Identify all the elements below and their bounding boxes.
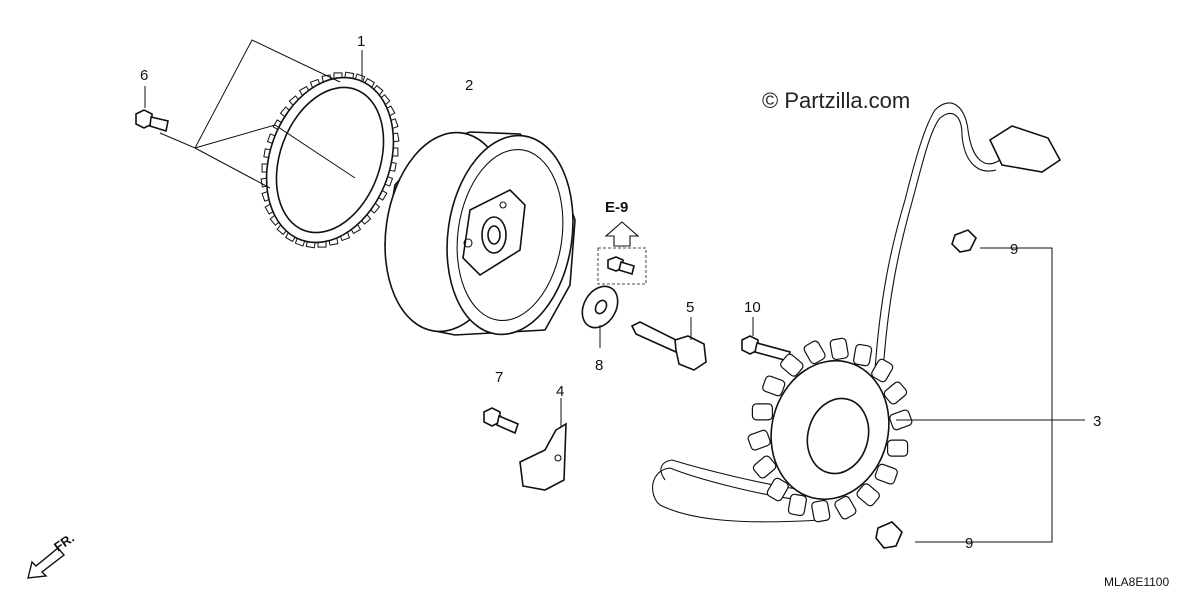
stator-pole [780, 353, 804, 377]
callout-1: 1 [357, 33, 365, 50]
stator-pole [747, 429, 771, 451]
plate-4-body [519, 422, 567, 491]
harness-wire-a [874, 102, 1001, 371]
flywheel-hole-top [499, 201, 507, 209]
flywheel-hole-left [463, 238, 473, 248]
stator-part[interactable] [652, 102, 1062, 523]
callout-7: 7 [495, 369, 503, 386]
washer-8-hole [594, 299, 608, 315]
ref-bolt-shank [618, 260, 635, 276]
leader-lines [144, 39, 1085, 543]
plate-4-part[interactable] [519, 422, 567, 491]
reference-box [597, 247, 647, 285]
leader-9 [915, 247, 1053, 543]
stator-pole [811, 499, 831, 523]
callout-9-lower: 9 [965, 535, 973, 552]
bolt-6-shank [149, 116, 169, 133]
callout-3: 3 [1093, 413, 1101, 430]
stator-pole [886, 439, 909, 457]
leader-1-bolt-b [194, 124, 356, 179]
stator-pole [751, 403, 774, 421]
callout-8: 8 [595, 357, 603, 374]
bolt-5-part[interactable] [630, 321, 707, 371]
leader-1-bolt-a [159, 39, 341, 149]
harness-connector [988, 125, 1062, 173]
flywheel-bore [487, 225, 501, 245]
bolt-5-shank [630, 321, 682, 354]
leader-1-bolt-c [194, 147, 271, 189]
lower-wire-a [652, 467, 821, 523]
clamp-9-lower-part[interactable] [875, 521, 903, 549]
clamp-9-upper-body [951, 229, 977, 253]
stator-pole [874, 463, 898, 485]
watermark: © Partzilla.com [762, 88, 910, 113]
stator-pole [883, 381, 908, 405]
front-marker: FR. [27, 530, 77, 579]
callout-4: 4 [556, 383, 564, 400]
clamp-9-lower-body [875, 521, 903, 549]
bolt-7-shank [496, 414, 519, 435]
callout-9-upper: 9 [1010, 241, 1018, 258]
clamp-9-upper-part[interactable] [951, 229, 977, 253]
stator-pole [787, 493, 807, 517]
stator-pole [871, 358, 894, 383]
stator-pole [803, 340, 826, 365]
washer-8-part[interactable] [575, 280, 625, 334]
ring-teeth [260, 71, 400, 249]
callout-10: 10 [744, 299, 761, 316]
callout-6: 6 [140, 67, 148, 84]
stator-bore [806, 397, 870, 475]
bolt-6-part[interactable] [135, 109, 169, 133]
reference-group: E-9 [597, 199, 647, 285]
stator-pole [856, 483, 880, 507]
stator-pole [762, 375, 786, 397]
callout-5: 5 [686, 299, 694, 316]
reference-label: E-9 [605, 199, 628, 216]
bolt-10-part[interactable] [741, 335, 791, 362]
diagram-code: MLA8E1100 [1104, 575, 1169, 589]
pulser-ring-part[interactable] [245, 60, 416, 261]
plate-4-hole [554, 454, 562, 462]
bolt-7-part[interactable] [483, 407, 519, 435]
harness-wire-b [882, 113, 997, 373]
bolt-5-head [674, 335, 707, 371]
stator-pole [752, 455, 777, 479]
stator-pole [834, 495, 857, 520]
stator-poles [747, 337, 913, 523]
stator-pole [766, 477, 789, 502]
ring-inner [275, 86, 385, 234]
callout-2: 2 [465, 77, 473, 94]
down-left-arrow-icon [27, 547, 66, 579]
stator-pole [853, 343, 873, 367]
flywheel-part[interactable] [373, 124, 586, 342]
stator-pole [829, 337, 849, 361]
up-arrow-icon [604, 221, 640, 247]
flywheel-inner-lip [456, 148, 564, 322]
